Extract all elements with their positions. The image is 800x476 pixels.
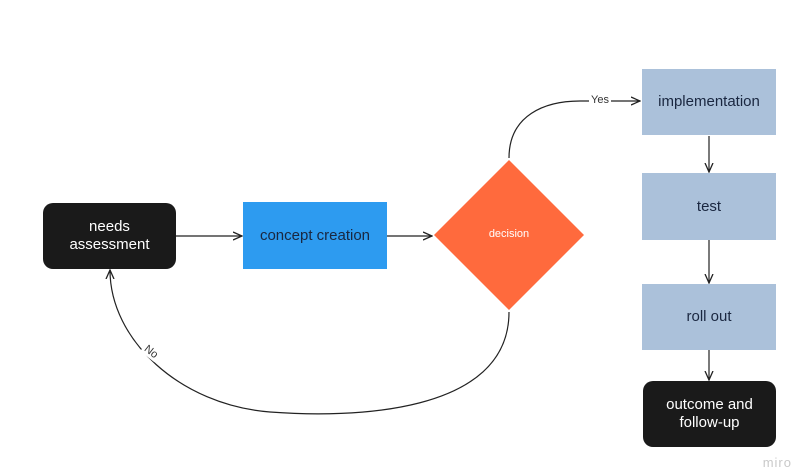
node-decision-label: decision	[488, 228, 530, 240]
node-test[interactable]: test	[642, 173, 776, 240]
edge-label-yes: Yes	[589, 94, 611, 106]
decision-diamond[interactable]	[434, 160, 584, 310]
node-concept-creation[interactable]: concept creation	[243, 202, 387, 269]
miro-watermark: miro	[762, 455, 792, 470]
node-outcome-follow-up[interactable]: outcome and follow-up	[643, 381, 776, 447]
edge-decision-no	[110, 270, 510, 415]
node-roll-out[interactable]: roll out	[642, 284, 776, 350]
edge-decision-yes	[508, 101, 640, 159]
node-implementation[interactable]: implementation	[642, 69, 776, 135]
node-needs-assessment[interactable]: needs assessment	[43, 203, 176, 269]
